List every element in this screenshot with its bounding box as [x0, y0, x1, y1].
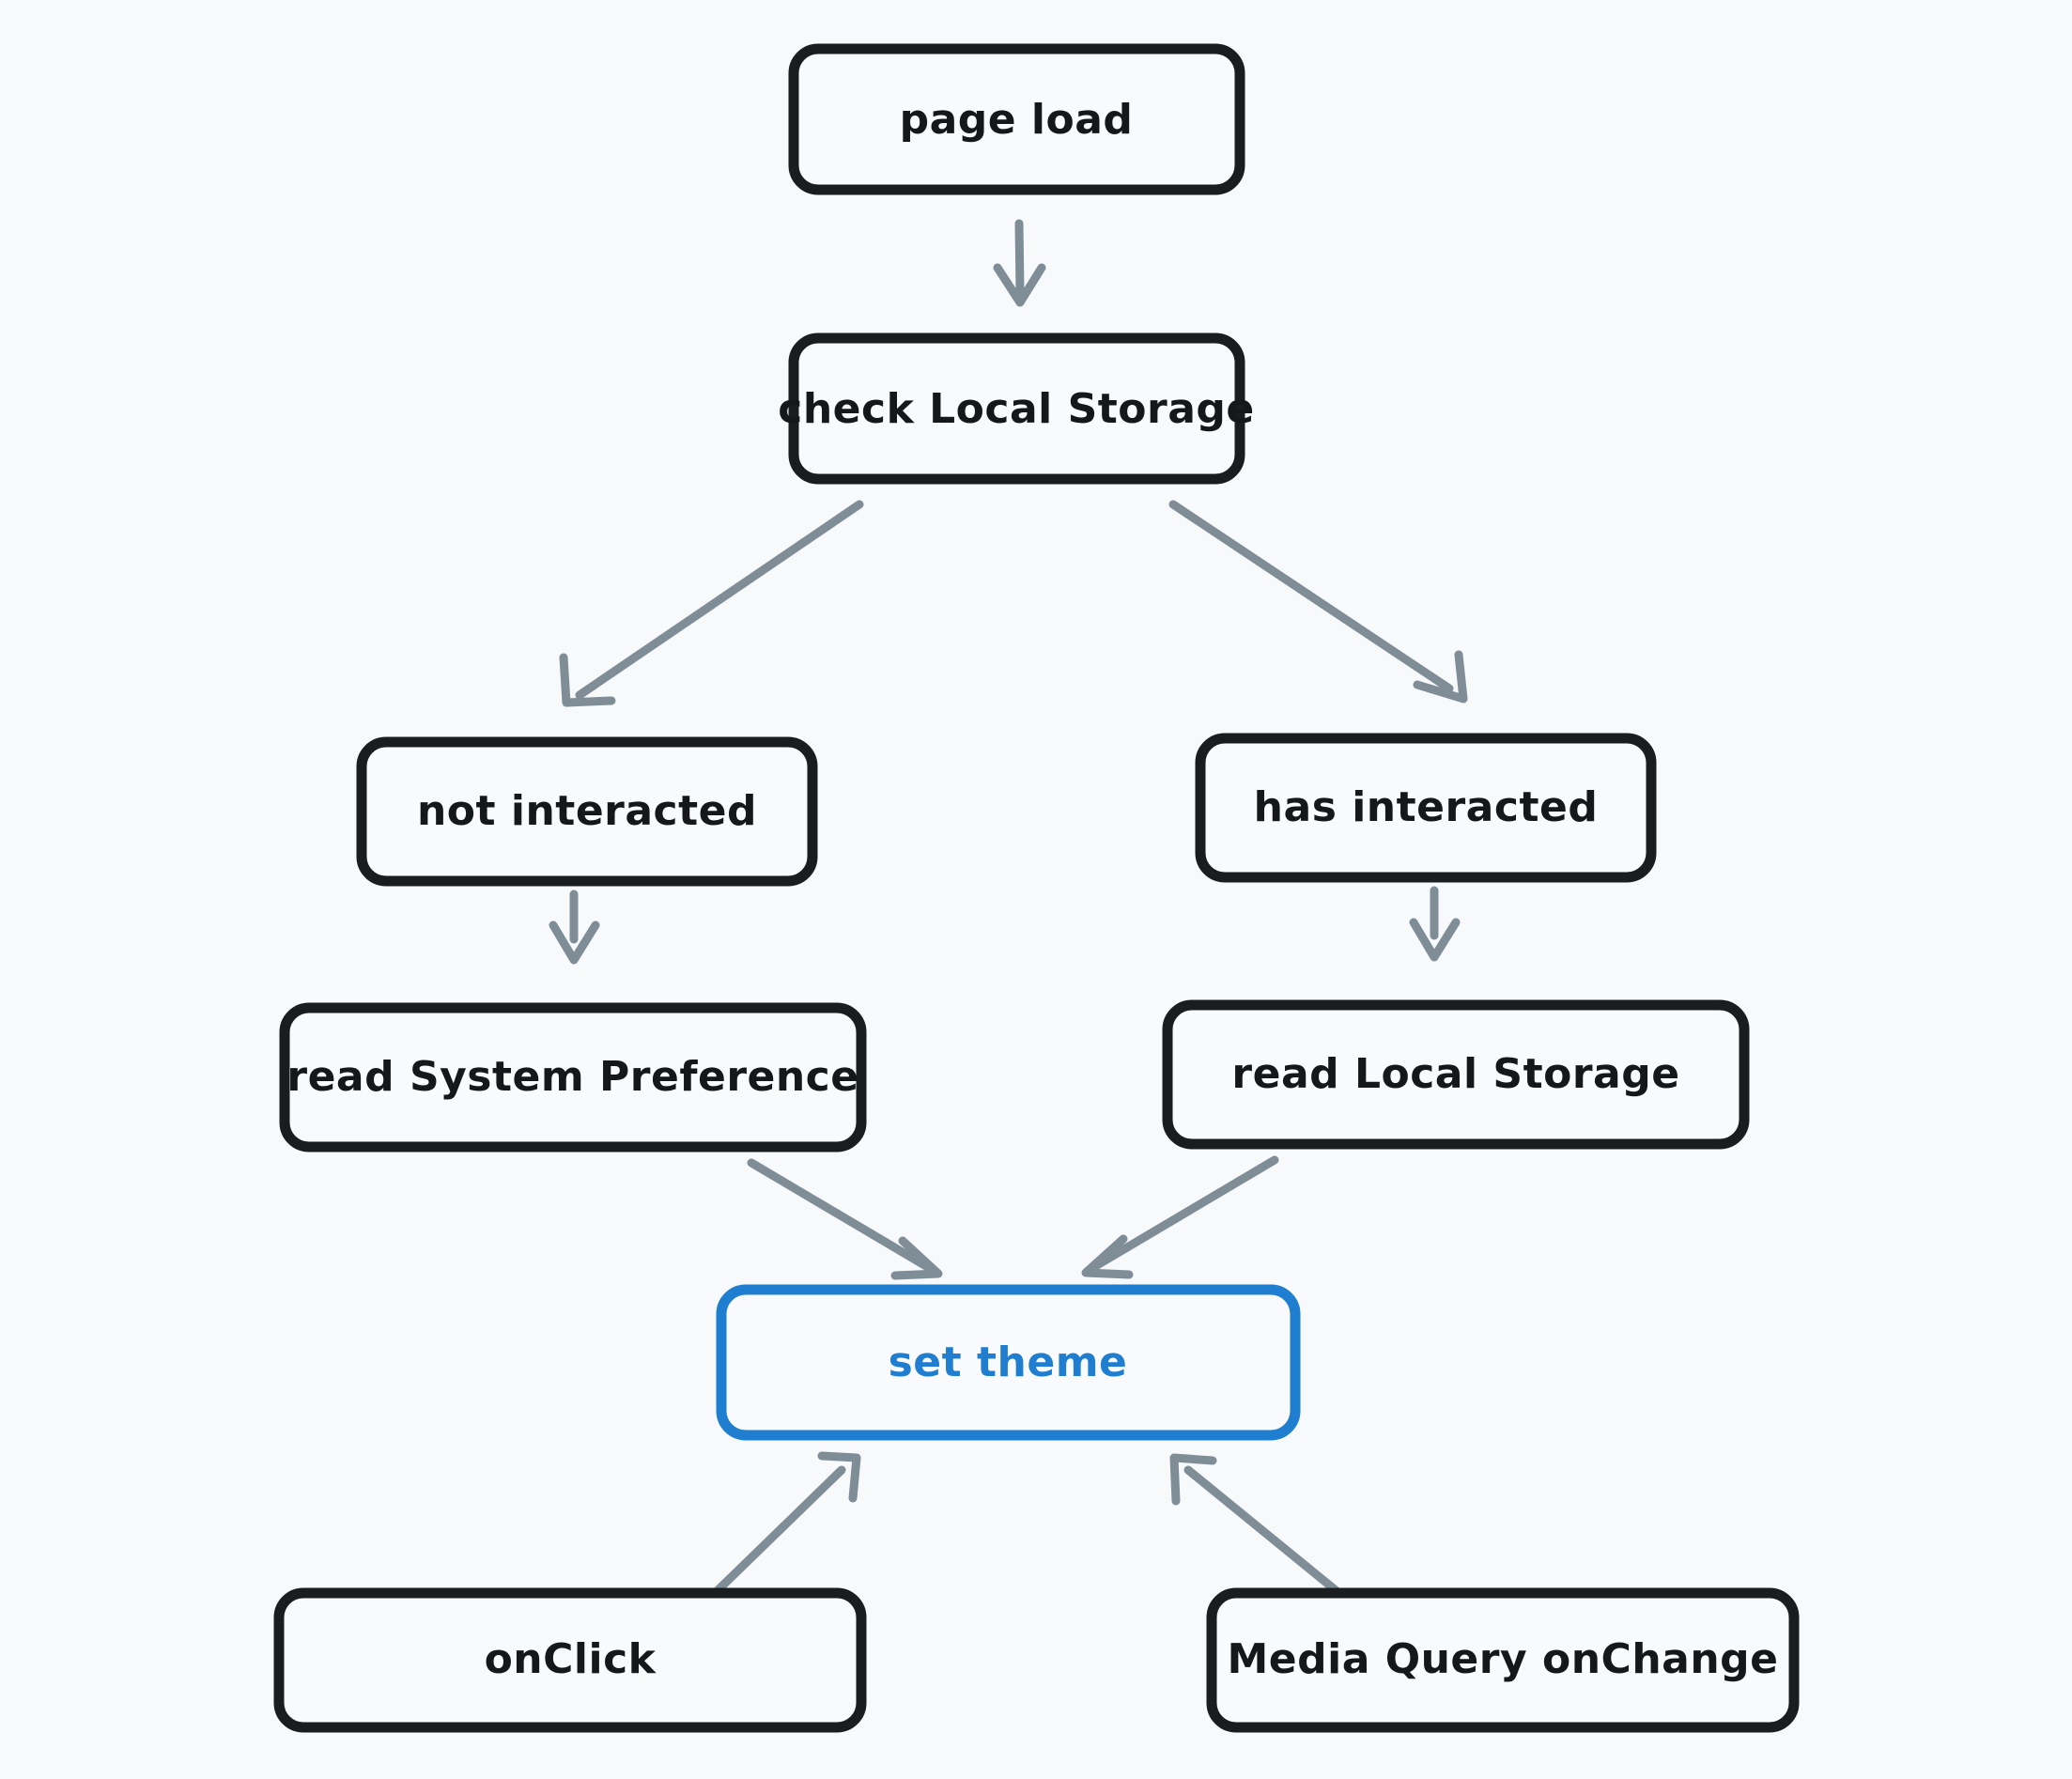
node-set-theme-box[interactable]	[716, 1284, 1301, 1441]
node-check-local-storage-label: check Local Storage	[778, 385, 1255, 433]
edge-check-local-storage-to-has-interacted	[1168, 500, 1468, 704]
node-read-local-storage-label: read Local Storage	[1231, 1050, 1679, 1098]
node-has-interacted-label: has interacted	[1254, 783, 1599, 831]
edge-read-local-storage-to-set-theme	[1081, 1155, 1279, 1279]
node-on-click[interactable]: onClick	[273, 1587, 867, 1733]
node-page-load[interactable]: page load	[788, 43, 1245, 195]
node-set-theme[interactable]: set theme	[716, 1284, 1301, 1441]
node-set-theme-label: set theme	[889, 1338, 1128, 1386]
node-on-click-label: onClick	[485, 1635, 657, 1683]
node-media-query-onchange-box[interactable]	[1206, 1587, 1800, 1733]
node-read-system-preference-label: read System Preference	[286, 1053, 858, 1101]
edge-on-click-to-set-theme	[704, 1451, 861, 1603]
node-media-query-onchange-label: Media Query onChange	[1227, 1635, 1778, 1683]
node-has-interacted[interactable]: has interacted	[1195, 733, 1657, 883]
node-read-system-preference-box[interactable]	[279, 1002, 867, 1152]
edge-check-local-storage-to-not-interacted	[559, 500, 864, 707]
edge-has-interacted-to-read-local-storage	[1409, 886, 1461, 962]
edge-read-system-preference-to-set-theme	[747, 1158, 943, 1280]
node-read-local-storage-box[interactable]	[1162, 999, 1750, 1150]
node-not-interacted[interactable]: not interacted	[356, 736, 818, 887]
node-check-local-storage-box[interactable]	[788, 333, 1245, 485]
node-read-system-preference[interactable]: read System Preference	[279, 1002, 867, 1152]
node-not-interacted-label: not interacted	[417, 787, 757, 835]
node-page-load-box[interactable]	[788, 43, 1245, 195]
node-media-query-onchange[interactable]: Media Query onChange	[1206, 1587, 1800, 1733]
node-has-interacted-box[interactable]	[1195, 733, 1657, 883]
node-read-local-storage[interactable]: read Local Storage	[1162, 999, 1750, 1150]
node-not-interacted-box[interactable]	[356, 736, 818, 887]
edge-media-query-onchange-to-set-theme	[1169, 1453, 1351, 1603]
node-on-click-box[interactable]	[273, 1587, 867, 1733]
node-page-load-label: page load	[900, 96, 1134, 144]
node-check-local-storage[interactable]: check Local Storage	[778, 333, 1255, 485]
edge-page-load-to-check-local-storage	[993, 219, 1046, 307]
edge-not-interacted-to-read-system-preference	[549, 890, 600, 965]
